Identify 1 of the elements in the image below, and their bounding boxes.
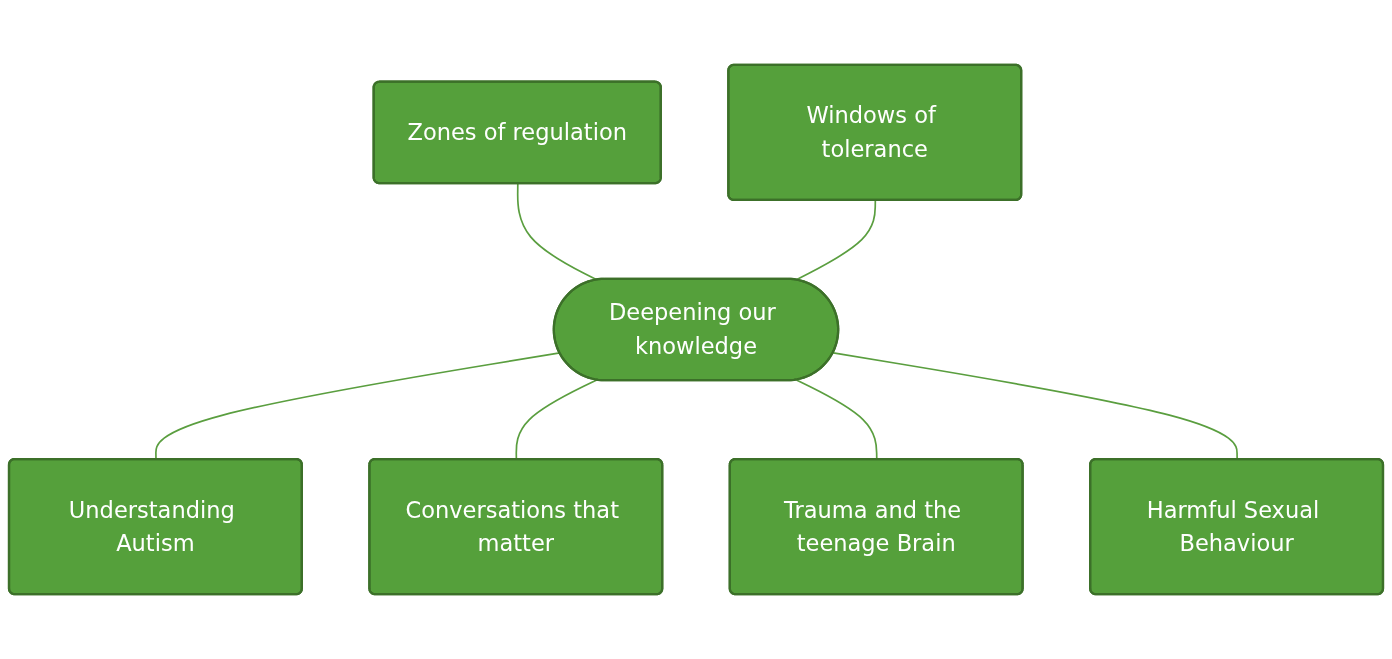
connector xyxy=(795,199,877,281)
